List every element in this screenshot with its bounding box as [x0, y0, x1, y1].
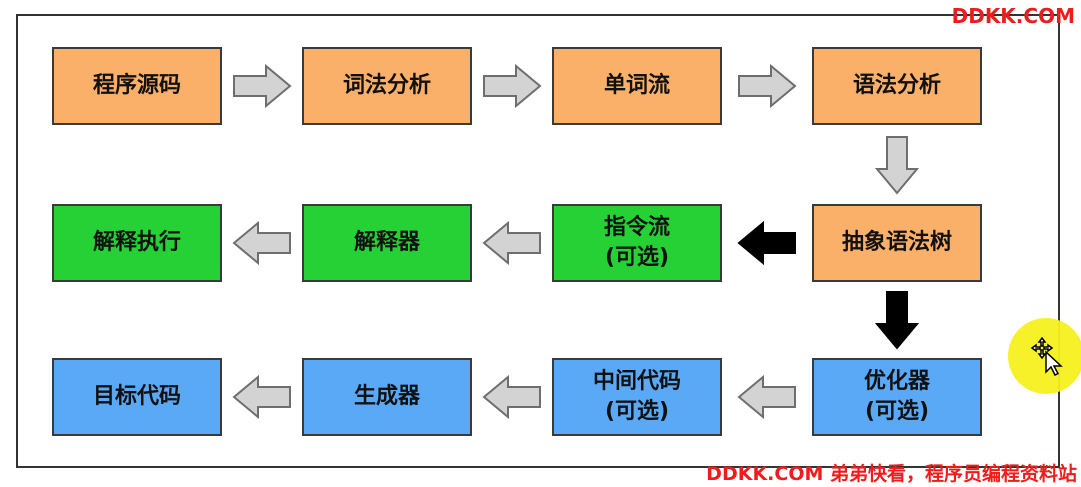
node-label: 抽象语法树: [841, 230, 952, 255]
arrow-interpreter-to-interpret-execute: [232, 221, 291, 265]
node-syntax-analysis: 语法分析: [812, 47, 982, 125]
node-label: 词法分析: [342, 73, 431, 98]
node-label: 目标代码: [92, 384, 181, 409]
node-source-code: 程序源码: [52, 47, 222, 125]
node-interpret-execute: 解释执行: [52, 204, 222, 282]
node-interpreter: 解释器: [302, 204, 472, 282]
arrow-token-stream-to-syntax-analysis: [738, 64, 797, 108]
node-ast: 抽象语法树: [812, 204, 982, 282]
arrow-syntax-analysis-to-ast: [875, 135, 919, 195]
node-optimizer: 优化器 (可选): [812, 358, 982, 436]
node-label: 解释执行: [92, 230, 181, 255]
node-label: 指令流: [603, 215, 670, 240]
arrow-ast-to-optimizer: [875, 291, 919, 350]
node-label: 单词流: [603, 73, 670, 98]
node-intermediate-code: 中间代码 (可选): [552, 358, 722, 436]
arrow-optimizer-to-intermediate-code: [737, 375, 796, 419]
node-label: 解释器: [353, 230, 420, 255]
watermark-bottom: DDKK.COM 弟弟快看，程序员编程资料站: [706, 463, 1077, 485]
watermark-top: DDKK.COM: [951, 4, 1075, 28]
arrow-instruction-stream-to-interpreter: [482, 221, 541, 265]
node-token-stream: 单词流: [552, 47, 722, 125]
node-label: 优化器: [863, 369, 930, 394]
node-label: (可选): [864, 399, 930, 424]
arrow-generator-to-target-code: [232, 375, 291, 419]
node-label: 程序源码: [92, 73, 181, 98]
node-label: 生成器: [353, 384, 420, 409]
node-label: 语法分析: [852, 73, 941, 98]
arrow-source-code-to-lexical-analysis: [233, 64, 292, 108]
arrow-intermediate-code-to-generator: [482, 375, 541, 419]
node-label: (可选): [604, 245, 670, 270]
move-cursor-icon: [1030, 336, 1063, 377]
node-label: (可选): [604, 399, 670, 424]
arrow-ast-to-instruction-stream: [737, 221, 796, 265]
node-target-code: 目标代码: [52, 358, 222, 436]
arrow-lexical-analysis-to-token-stream: [483, 64, 542, 108]
node-label: 中间代码: [592, 369, 681, 394]
node-generator: 生成器: [302, 358, 472, 436]
node-lexical-analysis: 词法分析: [302, 47, 472, 125]
cursor-highlight: [1008, 318, 1081, 394]
node-instruction-stream: 指令流 (可选): [552, 204, 722, 282]
